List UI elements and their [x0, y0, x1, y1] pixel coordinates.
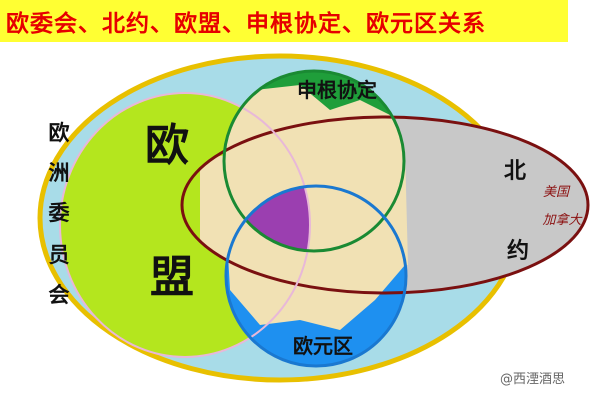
eu-label-char: 欧 [145, 120, 189, 171]
eu-outline [59, 92, 311, 358]
commission-label-char: 洲 [49, 161, 70, 185]
handwritten-usa: 美国 [543, 185, 571, 200]
eu-label-char: 盟 [150, 252, 194, 303]
schengen-label: 申根协定 [297, 78, 377, 102]
nato-outline [180, 115, 590, 295]
handwritten-canada: 加拿大 [542, 212, 583, 228]
commission-label-char: 欧 [49, 121, 70, 145]
eurozone-outline [224, 184, 408, 368]
commission-label-char: 委 [48, 201, 70, 225]
eurozone-label: 欧元区 [293, 334, 353, 358]
diagram-title: 欧委会、北约、欧盟、申根协定、欧元区关系 [6, 11, 486, 37]
commission-label-char: 员 [49, 243, 70, 267]
nato-label-char: 约 [507, 238, 529, 264]
watermark: @西湮酒思 [500, 372, 566, 387]
schengen-outline [222, 69, 406, 253]
title-banner [0, 0, 568, 42]
nato-label-char: 北 [504, 159, 526, 184]
commission-label-char: 会 [49, 283, 70, 307]
